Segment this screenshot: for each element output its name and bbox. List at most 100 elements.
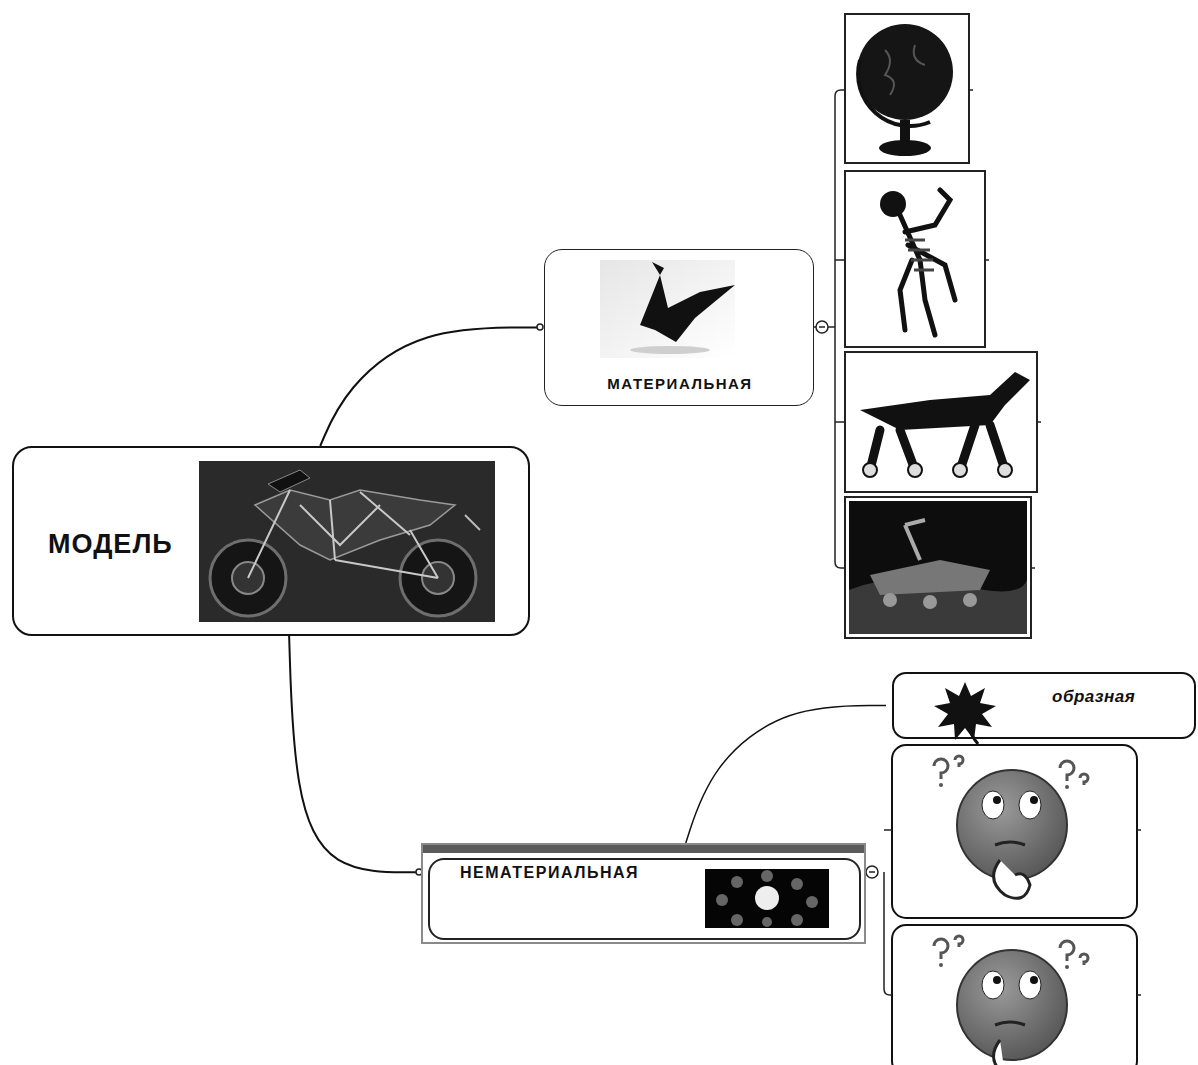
eye [1019, 971, 1041, 999]
root-topic-box: МОДЕЛЬ [12, 446, 530, 636]
globe-picture [845, 14, 969, 163]
mouth [995, 842, 1025, 845]
eye [982, 791, 1004, 819]
question-box [892, 925, 1137, 1065]
picture-box [892, 925, 1137, 1065]
dog-joint [953, 463, 967, 477]
windscreen [268, 470, 310, 492]
scheme-circle [791, 878, 803, 890]
globe-base [879, 140, 931, 156]
tick-marks [969, 90, 1141, 995]
question-mark-symbols [934, 756, 1088, 785]
scheme-picture [705, 869, 829, 928]
eye [1019, 791, 1041, 819]
topic-label: НЕМАТЕРИАЛЬНАЯ [460, 864, 639, 882]
rover-wheel [963, 593, 977, 607]
scheme-circle [731, 876, 743, 888]
robot-dog-picture [845, 352, 1037, 492]
scheme-circle [761, 870, 773, 882]
hand [994, 1040, 1005, 1065]
center-gear [755, 886, 779, 910]
branch-connector [289, 636, 418, 872]
topic-box: МАТЕРИАЛЬНАЯ [544, 249, 814, 406]
pupil [993, 796, 1001, 804]
crane-shape [640, 275, 735, 342]
globe-land [885, 45, 925, 95]
pupil [1030, 976, 1038, 984]
origami-crane-picture [600, 260, 735, 358]
scheme-circle [731, 914, 743, 926]
picture-frame [845, 497, 1031, 638]
collapse-knob [866, 866, 878, 878]
rover-wheel [923, 595, 937, 609]
question-dot [939, 963, 943, 967]
tail-line [465, 515, 480, 530]
motorcycle-picture [199, 461, 495, 622]
picture-frame [845, 14, 969, 163]
picture-box [892, 745, 1137, 918]
rover-picture [845, 497, 1031, 638]
picture-frame [845, 171, 985, 347]
pupil [1030, 796, 1038, 804]
skull [880, 191, 906, 217]
scheme-circle [762, 917, 772, 927]
collapse-minus [869, 871, 875, 873]
picture-ground [849, 501, 1027, 634]
picture-ground [600, 260, 735, 358]
shadow [630, 346, 710, 354]
globe [857, 24, 953, 120]
picture-frame [845, 352, 1037, 492]
crane-head [652, 262, 664, 275]
dog-joint [998, 463, 1012, 477]
scheme-circle [806, 896, 818, 908]
scheme-circle [791, 914, 803, 926]
picture-ground [705, 869, 829, 928]
mouth [995, 1022, 1025, 1025]
topic-label: образная [1052, 687, 1135, 707]
globe-arc [858, 60, 930, 126]
thinking-face [957, 950, 1067, 1060]
question-mark-symbols [934, 936, 1088, 965]
rover-wheel [883, 593, 897, 607]
scheme-circle [716, 894, 728, 906]
topic-box-framed: НЕМАТЕРИАЛЬНАЯ [421, 843, 866, 944]
dog-body [860, 372, 1030, 430]
rover-body [870, 560, 990, 595]
subtopic-box: образная [892, 672, 1196, 739]
flower-picture [934, 682, 996, 744]
collapse-knob [816, 321, 828, 333]
bones [900, 190, 955, 335]
nonmaterial-bracket [884, 830, 892, 995]
dog-legs [870, 425, 1005, 470]
frame-title-bar [423, 845, 864, 853]
dog-joint [908, 463, 922, 477]
topic-label: МАТЕРИАЛЬНАЯ [607, 375, 752, 392]
ribs [905, 240, 934, 270]
question-dot [1065, 785, 1069, 789]
eye [982, 971, 1004, 999]
collapse-minus [819, 326, 825, 328]
hand [994, 860, 1030, 898]
question-dot [1065, 965, 1069, 969]
dog-joint [863, 463, 877, 477]
branch-brackets [814, 90, 1141, 995]
picture-ground [199, 461, 495, 622]
topic-label: МОДЕЛЬ [48, 529, 173, 560]
globe-stem [900, 120, 910, 142]
thinking-face [957, 770, 1067, 880]
branch-connector [686, 706, 886, 844]
rover-mast [905, 520, 925, 560]
branch-connector [320, 328, 538, 447]
question-dot [939, 783, 943, 787]
skeleton-picture [845, 171, 985, 347]
pupil [993, 976, 1001, 984]
question-box [892, 745, 1137, 918]
flower-head [934, 682, 996, 740]
link-dot [537, 324, 543, 330]
frame-lines [248, 490, 438, 578]
material-bracket [814, 90, 845, 568]
